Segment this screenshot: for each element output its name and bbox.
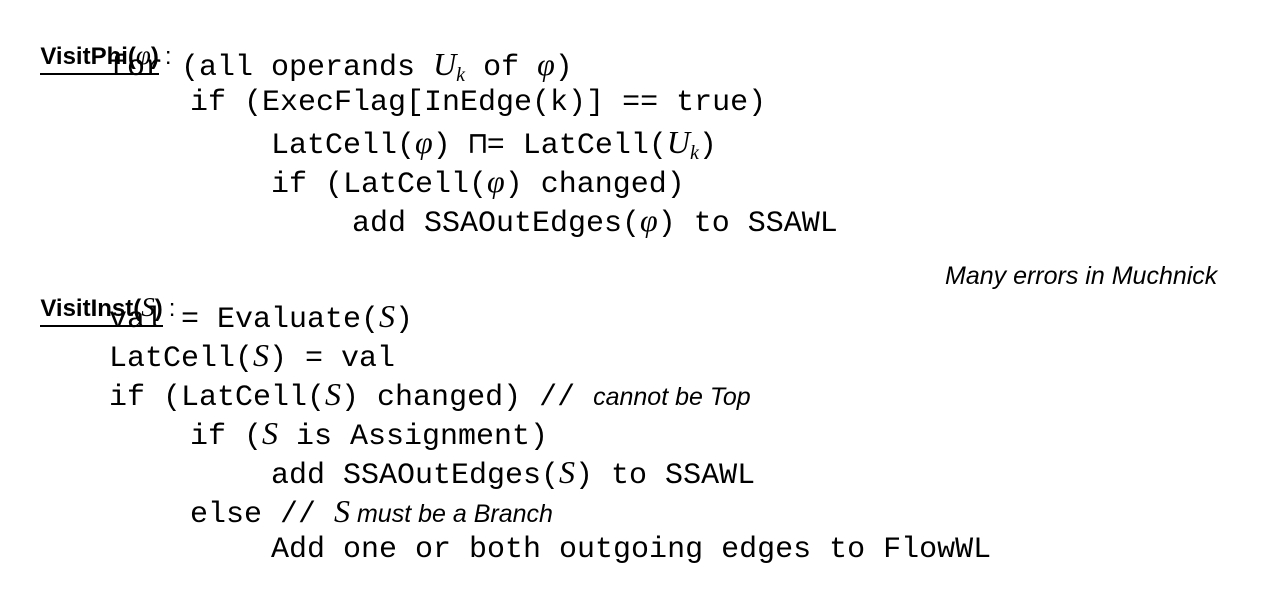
visitphi-line-5: add SSAOutEdges(φ) to SSAWL <box>352 202 838 241</box>
visitinst-line-5: add SSAOutEdges(S) to SSAWL <box>271 454 756 493</box>
comment-must-be-branch: must be a Branch <box>350 500 553 528</box>
visitinst-line-3: if (LatCell(S) changed) // cannot be Top <box>109 376 751 415</box>
visitphi-line-1: for (all operands Uk of φ) <box>109 46 573 86</box>
visitphi-line-3: LatCell(φ) ⊓= LatCell(Uk) <box>271 124 717 164</box>
comment-cannot-be-top: cannot be Top <box>593 383 751 411</box>
visitinst-line-4: if (S is Assignment) <box>190 415 549 454</box>
muchnick-note: Many errors in Muchnick <box>945 262 1218 290</box>
visitinst-line-7: Add one or both outgoing edges to FlowWL <box>271 533 992 567</box>
visitinst-title: VisitInst(S) <box>40 292 163 327</box>
visitinst-line-1: val = Evaluate(S) <box>109 298 414 337</box>
visitinst-line-6: else // S must be a Branch <box>190 493 553 532</box>
visitphi-header: VisitPhi(φ): <box>27 10 172 75</box>
visitphi-line-2: if (ExecFlag[InEdge(k)] == true) <box>190 86 767 120</box>
visitphi-title: VisitPhi(φ) <box>40 40 159 75</box>
visitinst-line-2: LatCell(S) = val <box>109 337 396 376</box>
visitinst-header: VisitInst(S): <box>27 262 175 327</box>
visitphi-line-4: if (LatCell(φ) changed) <box>271 163 685 202</box>
